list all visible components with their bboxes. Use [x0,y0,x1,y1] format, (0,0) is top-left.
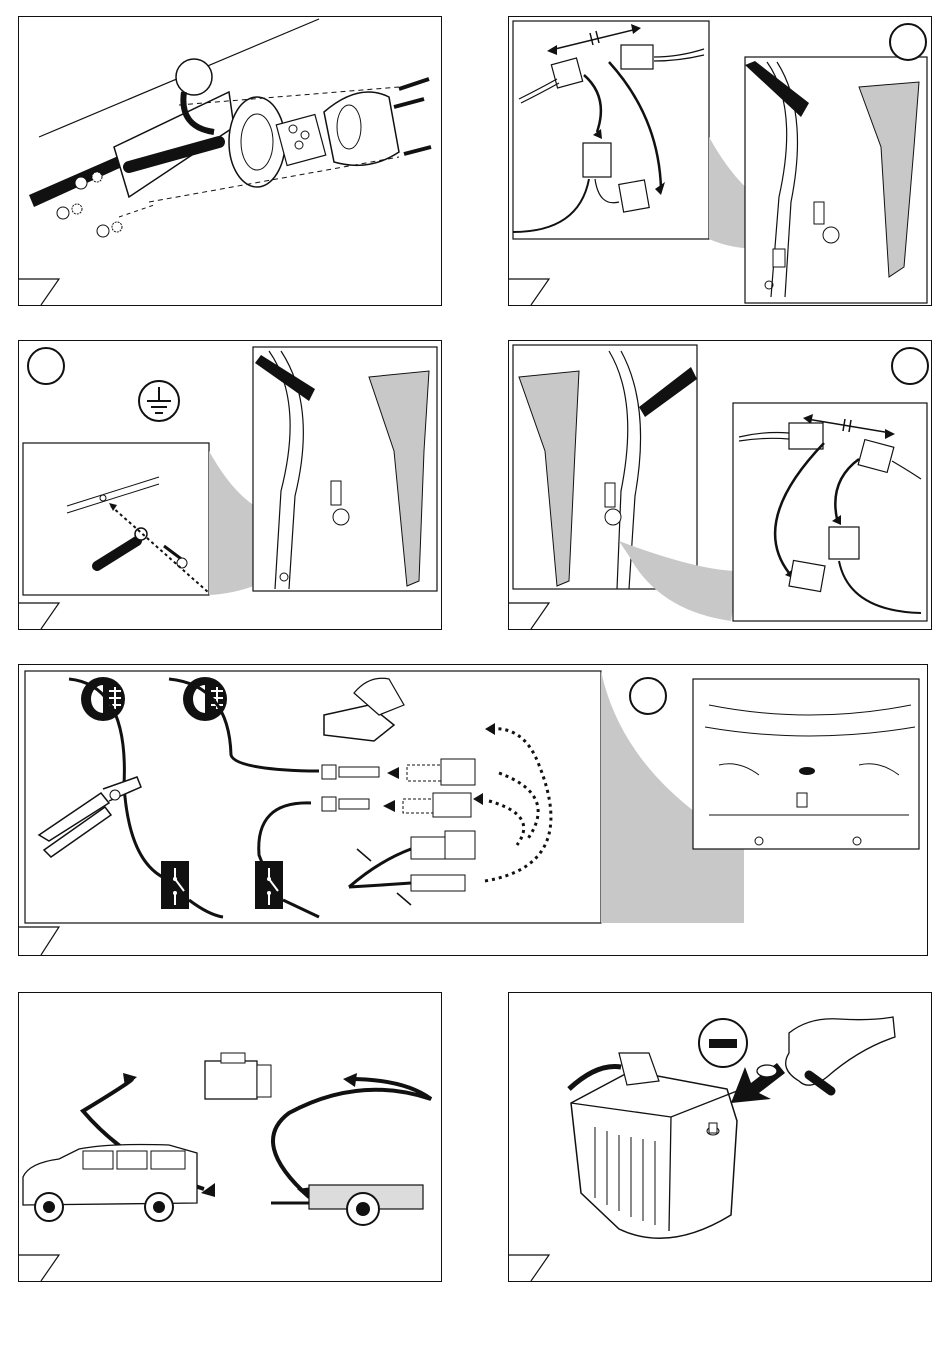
switch-icon [161,861,189,909]
panel-connector-splice-right [508,16,932,306]
step-number-circle [889,23,927,61]
ground-point-illustration [19,341,441,629]
vehicle-trailer-illustration [19,993,441,1281]
minus-sign-icon [699,1019,747,1067]
panel-towbar-socket-assembly [18,16,442,306]
panel-fog-light-wiring [18,664,928,956]
step-number-circle [27,347,65,385]
connector-splice-left-illustration [509,341,931,629]
ground-symbol-icon [139,381,179,421]
switch-icon [255,861,283,909]
panel-vehicle-trailer [18,992,442,1282]
panel-ground-point [18,340,442,630]
battery-disconnect-illustration [509,993,931,1281]
panel-connector-splice-left [508,340,932,630]
fog-light-wiring-illustration [19,665,927,955]
step-number-circle [629,677,667,715]
connector-splice-illustration [509,17,931,305]
towbar-socket-illustration [19,17,441,305]
panel-battery-disconnect [508,992,932,1282]
step-number-circle [891,347,929,385]
